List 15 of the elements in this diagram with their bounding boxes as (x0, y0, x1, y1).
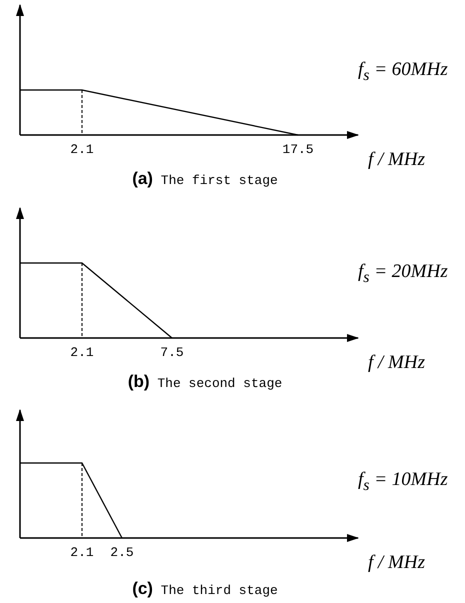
tick-label: 17.5 (282, 143, 314, 156)
axis-label: f / MHz (368, 353, 425, 372)
sampling-rate-label: f$_{s}$ = 60MHz (358, 60, 448, 84)
figure-caption: (a) The first stage (132, 170, 278, 187)
sampling-rate-label: f$_{s}$ = 20MHz (358, 262, 448, 286)
figure-caption: (b) The second stage (128, 373, 282, 390)
axis-label: f / MHz (368, 553, 425, 572)
axis-label: f / MHz (368, 150, 425, 169)
tick-label: 2.5 (110, 546, 134, 559)
tick-label: 2.1 (70, 143, 94, 156)
figure-caption: (c) The third stage (132, 580, 278, 597)
tick-label: 2.1 (70, 546, 94, 559)
tick-label: 7.5 (160, 346, 184, 359)
tick-label: 2.1 (70, 346, 94, 359)
sampling-rate-label: f$_{s}$ = 10MHz (358, 470, 448, 494)
